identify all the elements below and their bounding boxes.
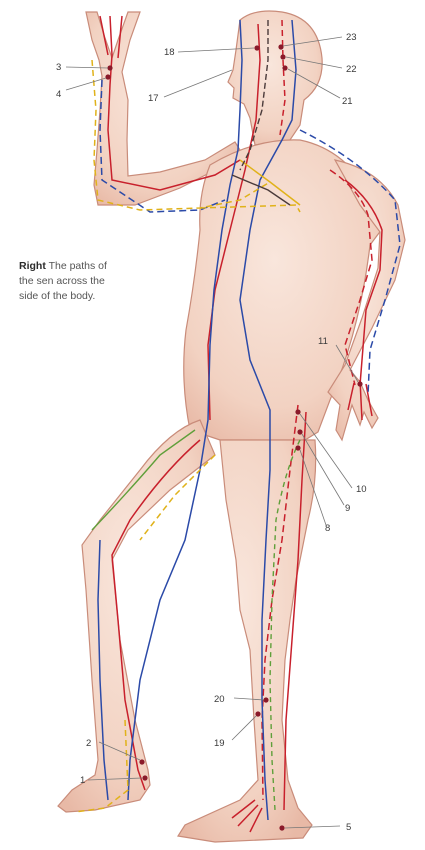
label-10: 10 (356, 484, 367, 495)
label-11: 11 (318, 336, 328, 347)
label-19: 19 (214, 738, 225, 749)
label-4: 4 (56, 89, 61, 100)
point-20 (263, 697, 268, 702)
body-silhouette (58, 11, 405, 842)
point-5 (279, 825, 284, 830)
label-20: 20 (214, 694, 225, 705)
point-18 (254, 45, 259, 50)
point-21 (282, 65, 287, 70)
label-22: 22 (346, 64, 357, 75)
point-1 (142, 775, 147, 780)
standing-leg (178, 440, 316, 842)
label-21: 21 (342, 96, 353, 107)
label-17: 17 (148, 93, 159, 104)
point-9 (297, 429, 302, 434)
caption-bold: Right (19, 260, 46, 272)
point-4 (105, 74, 110, 79)
label-3: 3 (56, 62, 61, 73)
point-3 (107, 65, 112, 70)
point-2 (139, 759, 144, 764)
label-18: 18 (164, 47, 175, 58)
label-1: 1 (80, 775, 85, 786)
point-22 (280, 54, 285, 59)
label-5: 5 (346, 822, 351, 833)
point-23 (278, 44, 283, 49)
label-9: 9 (345, 503, 350, 514)
point-8 (295, 445, 300, 450)
point-19 (255, 711, 260, 716)
figure-caption: Right The paths of the sen across the si… (19, 259, 109, 304)
point-11 (357, 381, 362, 386)
head (228, 11, 322, 145)
point-10 (295, 409, 300, 414)
label-2: 2 (86, 738, 91, 749)
label-23: 23 (346, 32, 357, 43)
label-8: 8 (325, 523, 330, 534)
